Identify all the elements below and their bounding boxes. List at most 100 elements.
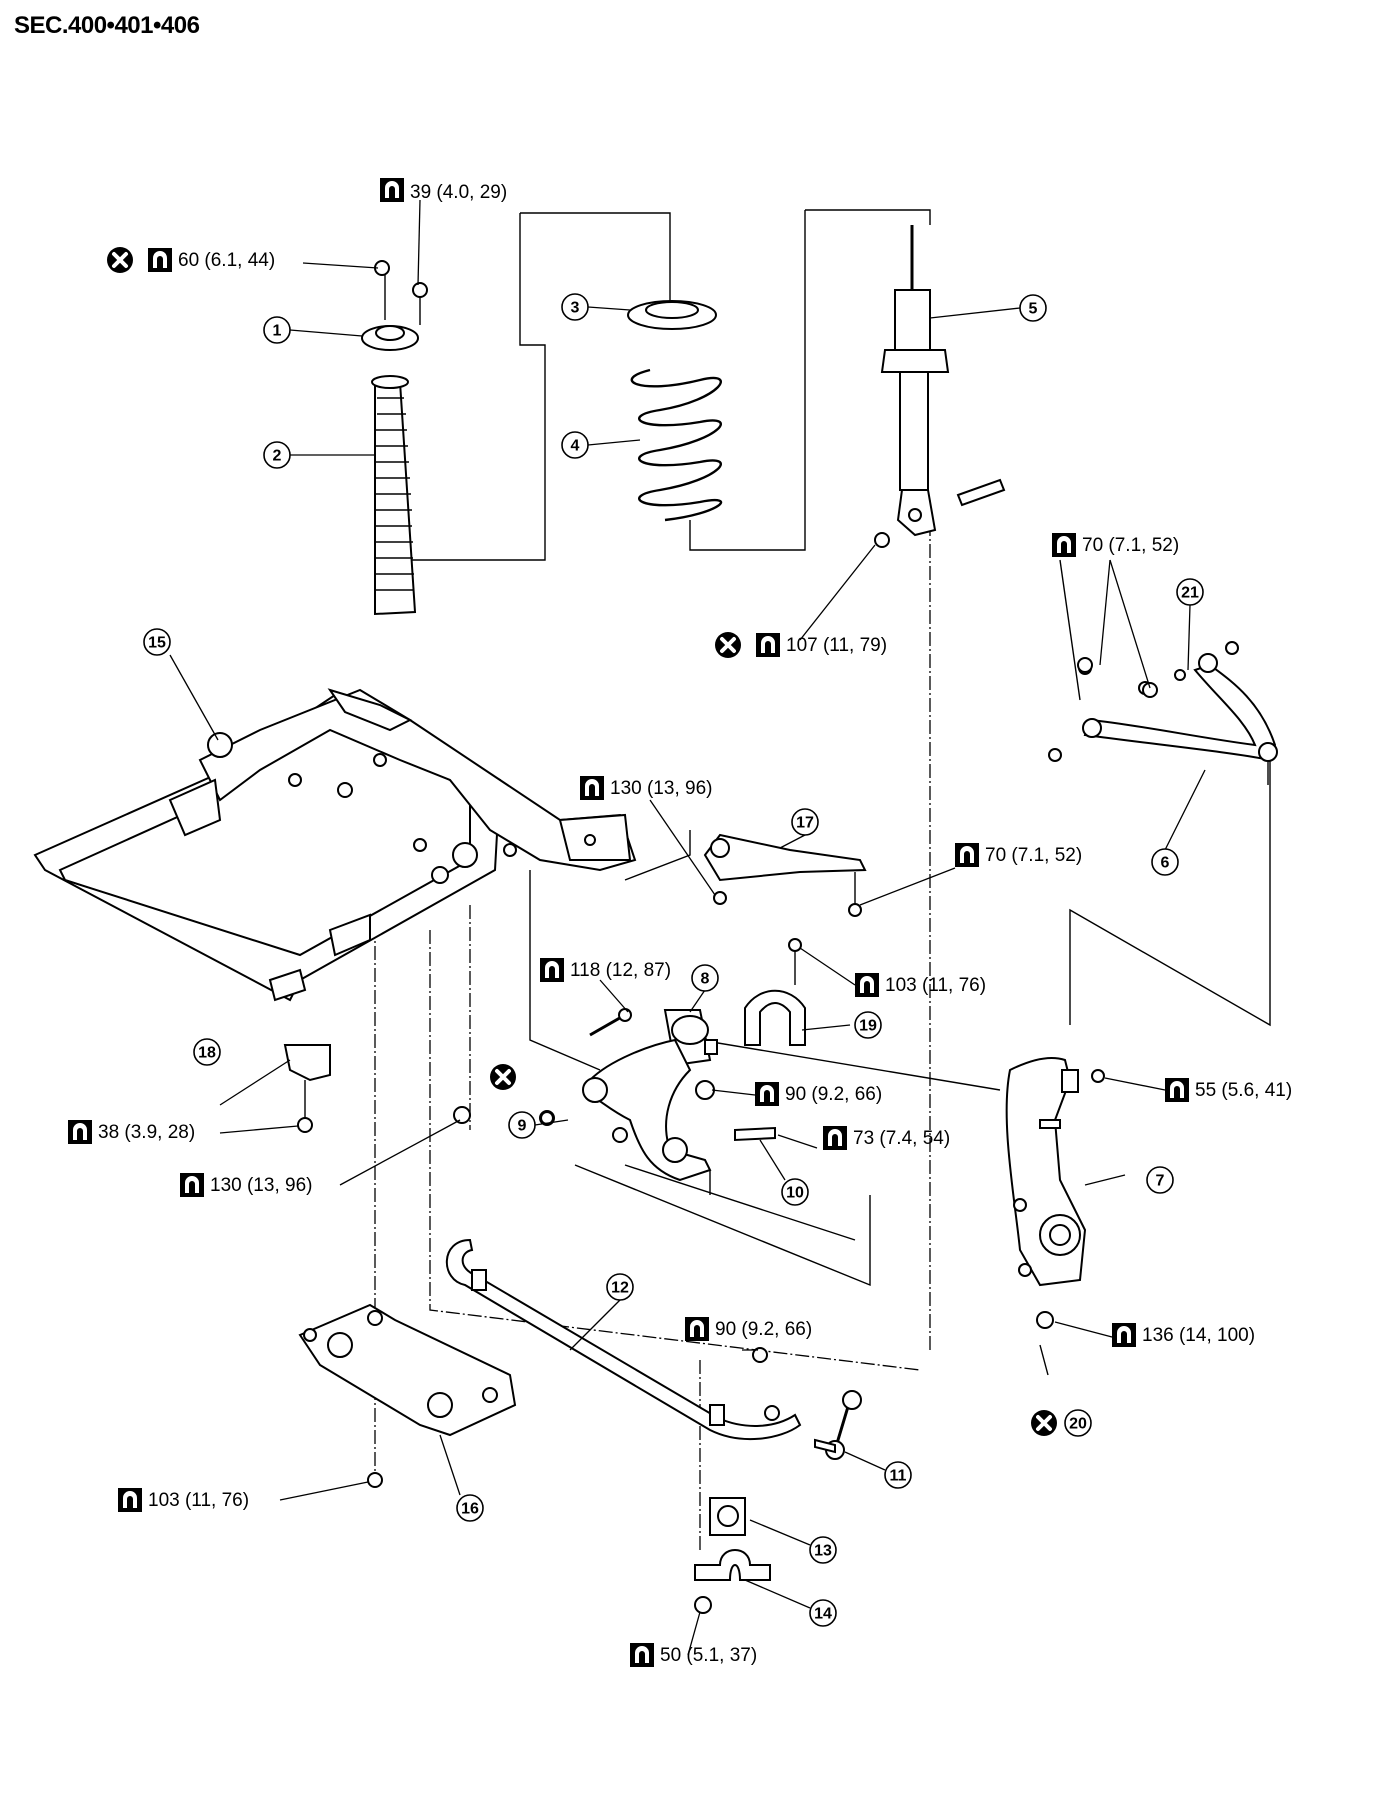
torque-wrench-icon xyxy=(380,178,404,202)
fasteners xyxy=(367,657,1158,1488)
lower-link xyxy=(539,1038,776,1195)
torque-spec: 73 (7.4, 54) xyxy=(853,1128,950,1149)
callout-6: 6 xyxy=(1151,848,1179,876)
assembly-lines xyxy=(374,209,1271,1550)
non-reusable-x-icon xyxy=(1029,1408,1059,1438)
torque-spec: 130 (13, 96) xyxy=(610,778,712,799)
svg-text:17: 17 xyxy=(796,815,814,832)
torque-wrench-icon xyxy=(68,1120,92,1144)
callout-1: 1 xyxy=(263,316,291,344)
torque-spec: 38 (3.9, 28) xyxy=(98,1122,195,1143)
bound-bumper-boot xyxy=(371,375,417,616)
torque-wrench-icon xyxy=(823,1126,847,1150)
non-reusable-x-icon xyxy=(105,245,135,275)
torque-wrench-icon xyxy=(148,248,172,272)
member-bracket xyxy=(283,1044,331,1133)
svg-text:18: 18 xyxy=(198,1045,216,1062)
callout-9: 9 xyxy=(508,1111,536,1139)
torque-spec: 107 (11, 79) xyxy=(786,635,887,656)
front-suspension-member xyxy=(33,688,637,1002)
svg-text:19: 19 xyxy=(859,1018,877,1035)
callout-21: 21 xyxy=(1176,578,1204,606)
torque-spec: 60 (6.1, 44) xyxy=(178,250,275,271)
torque-spec: 103 (11, 76) xyxy=(148,1490,249,1511)
svg-text:21: 21 xyxy=(1181,585,1199,602)
svg-text:3: 3 xyxy=(571,300,580,317)
callout-18: 18 xyxy=(193,1038,221,1066)
torque-spec: 90 (9.2, 66) xyxy=(715,1319,812,1340)
torque-spec: 103 (11, 76) xyxy=(885,975,986,996)
strut-mount xyxy=(361,260,428,351)
svg-text:7: 7 xyxy=(1156,1173,1165,1190)
torque-spec: 136 (14, 100) xyxy=(1142,1325,1255,1346)
callout-2: 2 xyxy=(263,441,291,469)
torque-wrench-icon xyxy=(1165,1078,1189,1102)
callout-8: 8 xyxy=(691,964,719,992)
callout-4: 4 xyxy=(561,431,589,459)
svg-text:20: 20 xyxy=(1069,1416,1087,1433)
torque-wrench-icon xyxy=(580,776,604,800)
svg-text:13: 13 xyxy=(814,1543,832,1560)
stabilizer-bar xyxy=(445,1238,802,1441)
coil-spring xyxy=(630,368,723,522)
svg-text:11: 11 xyxy=(890,1468,907,1485)
callout-17: 17 xyxy=(791,808,819,836)
svg-text:8: 8 xyxy=(701,971,710,988)
svg-text:16: 16 xyxy=(461,1501,479,1518)
torque-wrench-icon xyxy=(855,973,879,997)
torque-wrench-icon xyxy=(118,1488,142,1512)
section-title: SEC.400•401•406 xyxy=(14,12,200,39)
non-reusable-x-icon xyxy=(713,630,743,660)
leader-lines xyxy=(169,199,1206,1656)
callout-5: 5 xyxy=(1019,294,1047,322)
callout-13: 13 xyxy=(809,1536,837,1564)
upper-link xyxy=(1048,641,1278,785)
torque-wrench-icon xyxy=(630,1643,654,1667)
torque-spec: 118 (12, 87) xyxy=(570,960,671,981)
callout-10: 10 xyxy=(781,1178,809,1206)
callout-7: 7 xyxy=(1146,1166,1174,1194)
svg-text:10: 10 xyxy=(786,1185,804,1202)
torque-spec: 55 (5.6, 41) xyxy=(1195,1080,1292,1101)
svg-text:1: 1 xyxy=(273,323,282,340)
torque-spec: 39 (4.0, 29) xyxy=(410,182,507,203)
torque-spec: 70 (7.1, 52) xyxy=(1082,535,1179,556)
svg-text:12: 12 xyxy=(611,1280,629,1297)
svg-text:14: 14 xyxy=(814,1606,832,1623)
torque-spec: 130 (13, 96) xyxy=(210,1175,312,1196)
front-cross-bar xyxy=(298,1303,517,1437)
torque-wrench-icon xyxy=(1112,1323,1136,1347)
torque-wrench-icon xyxy=(540,958,564,982)
callout-15: 15 xyxy=(143,628,171,656)
torque-wrench-icon xyxy=(1052,533,1076,557)
torque-spec: 70 (7.1, 52) xyxy=(985,845,1082,866)
svg-text:15: 15 xyxy=(148,635,166,652)
svg-text:6: 6 xyxy=(1161,855,1170,872)
torque-wrench-icon xyxy=(955,843,979,867)
callout-16: 16 xyxy=(456,1494,484,1522)
spring-upper-seat xyxy=(627,300,717,330)
svg-text:4: 4 xyxy=(571,438,580,455)
shock-absorber xyxy=(874,225,1006,548)
steering-knuckle xyxy=(1005,1057,1105,1287)
callout-14: 14 xyxy=(809,1599,837,1627)
torque-wrench-icon xyxy=(685,1317,709,1341)
svg-text:5: 5 xyxy=(1029,301,1038,318)
stabilizer-connecting-rod xyxy=(814,1390,862,1460)
bushing-clamp xyxy=(744,938,806,1046)
callout-19: 19 xyxy=(854,1011,882,1039)
torque-spec: 50 (5.1, 37) xyxy=(660,1645,757,1666)
non-reusable-x-icon xyxy=(488,1062,518,1092)
torque-wrench-icon xyxy=(180,1173,204,1197)
callout-3: 3 xyxy=(561,293,589,321)
stabilizer-bushing xyxy=(709,1497,746,1536)
svg-text:9: 9 xyxy=(518,1118,527,1135)
torque-wrench-icon xyxy=(755,1082,779,1106)
callout-12: 12 xyxy=(606,1273,634,1301)
stabilizer-clamp xyxy=(694,1549,771,1614)
callout-20: 20 xyxy=(1064,1409,1092,1437)
torque-wrench-icon xyxy=(756,633,780,657)
callout-11: 11 xyxy=(884,1461,912,1489)
